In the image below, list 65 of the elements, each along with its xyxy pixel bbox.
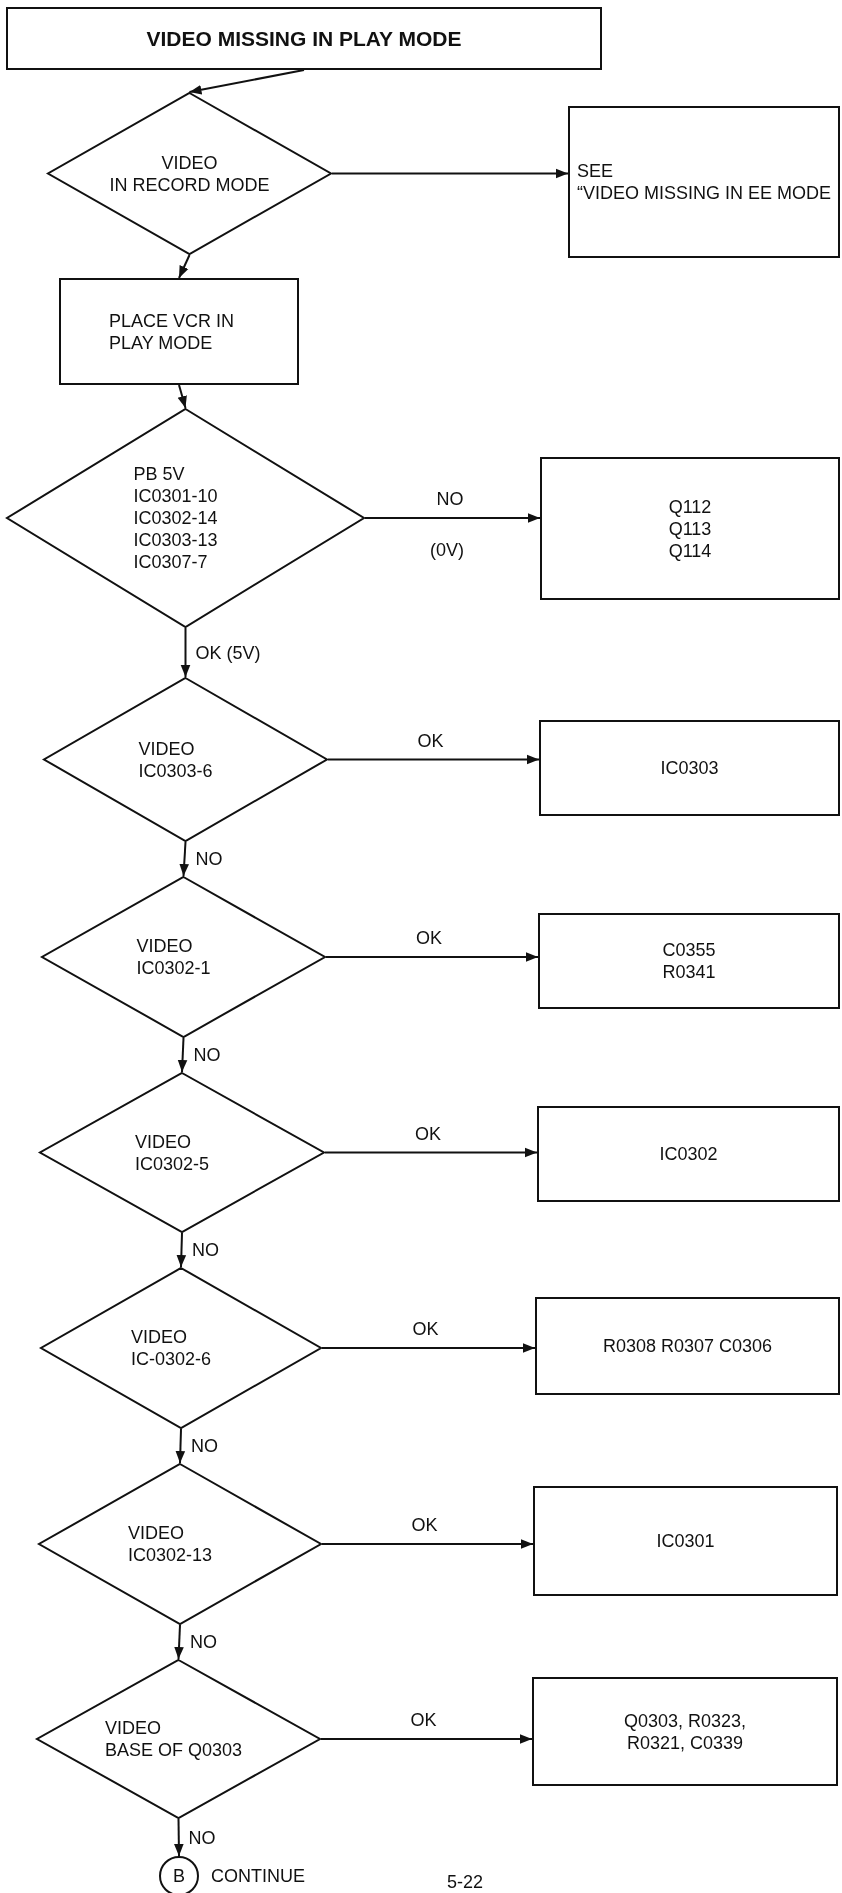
node-text: Q0303, R0323, R0321, C0339 xyxy=(622,1709,748,1754)
node-text: IN RECORD MODE xyxy=(109,173,270,196)
voltage-note: (0V) xyxy=(430,539,464,561)
node-text: VIDEO xyxy=(104,1717,161,1739)
arrow xyxy=(174,1624,184,1660)
node-text: IC0303 xyxy=(660,757,719,779)
node-text: IC0302 xyxy=(659,1143,718,1165)
node-text: VIDEO xyxy=(161,151,218,174)
node-text: R0308 R0307 C0306 xyxy=(602,1335,773,1357)
node-text: IC0303-6 xyxy=(138,759,213,782)
process-box xyxy=(539,720,840,816)
process-box xyxy=(540,457,840,600)
node-text: R0341 xyxy=(662,961,716,983)
arrow xyxy=(331,168,569,179)
process-box xyxy=(535,1297,840,1395)
node-text: VIDEO xyxy=(127,1522,184,1544)
node-text: Q114 xyxy=(668,539,712,562)
process-box xyxy=(537,1106,840,1202)
node-text: “VIDEO MISSING IN EE MODE xyxy=(577,182,831,204)
process-box xyxy=(568,106,840,258)
node-text: PB 5V xyxy=(133,463,185,485)
node-text: IC0302-13 xyxy=(127,1544,213,1566)
arrow xyxy=(179,841,189,877)
arrow xyxy=(177,1037,188,1073)
arrow xyxy=(325,952,539,962)
arrow xyxy=(174,1818,184,1857)
node-text: IC0301 xyxy=(656,1530,715,1552)
node-text: C0355 xyxy=(662,939,716,961)
node-text: VIDEO xyxy=(130,1326,187,1348)
process-box xyxy=(538,913,840,1009)
title: VIDEO MISSING IN PLAY MODE xyxy=(146,27,462,50)
process-box xyxy=(533,1486,838,1596)
node-text: IC0302-1 xyxy=(136,957,211,979)
arrow xyxy=(327,754,540,765)
arrow xyxy=(321,1343,536,1353)
node-text: IC-0302-6 xyxy=(130,1348,211,1370)
node-text: IC0302-5 xyxy=(134,1152,210,1175)
arrow xyxy=(175,1428,186,1464)
arrow xyxy=(178,254,191,279)
node-text: PLACE VCR IN PLAY MODE xyxy=(109,309,236,354)
arrow xyxy=(320,1734,533,1744)
arrow xyxy=(324,1147,538,1158)
node-text: IC0302-14 xyxy=(133,507,218,529)
connector-caption: CONTINUE xyxy=(211,1865,305,1887)
arrow xyxy=(188,69,305,95)
arrow xyxy=(364,513,541,523)
node-text: Q113 xyxy=(668,517,712,540)
arrow xyxy=(176,1232,187,1268)
process-box xyxy=(532,1677,838,1786)
node-text: BASE OF Q0303 xyxy=(104,1739,243,1761)
node-text: VIDEO xyxy=(136,935,193,957)
connector-letter: B xyxy=(173,1865,185,1887)
node-text: Q112 xyxy=(668,495,712,518)
arrow xyxy=(180,627,191,678)
node-text: IC0301-10 xyxy=(133,485,218,507)
arrow xyxy=(177,384,187,409)
node-text: IC0303-13 xyxy=(133,529,218,551)
node-text: IC0307-7 xyxy=(133,551,208,573)
page-number: 5-22 xyxy=(447,1871,484,1893)
arrow xyxy=(321,1539,534,1549)
node-text: VIDEO xyxy=(134,1130,191,1153)
title-box xyxy=(6,7,602,70)
node-text: SEE xyxy=(577,160,613,182)
node-text: VIDEO xyxy=(138,737,195,760)
process-box xyxy=(59,278,299,385)
